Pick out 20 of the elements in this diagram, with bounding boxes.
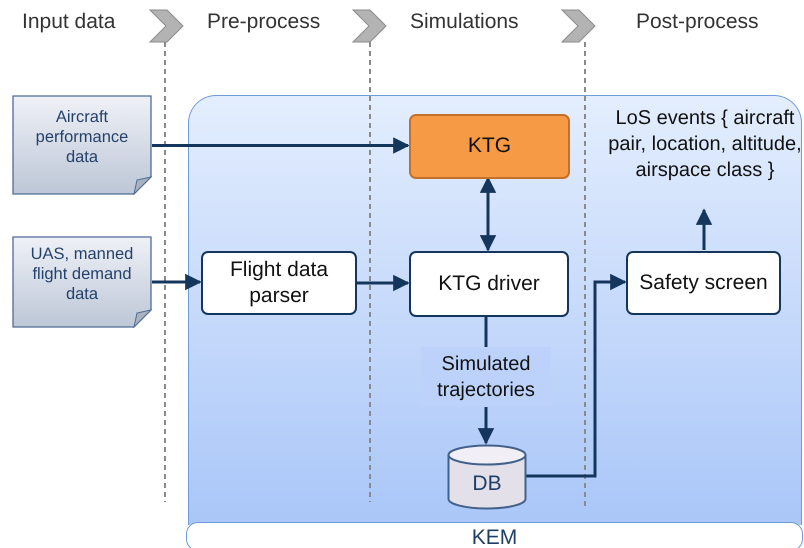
phase-label: Post-process [636, 10, 759, 34]
module-label: KEM [186, 522, 803, 548]
arrow [152, 274, 202, 290]
phase-label: Input data [22, 10, 116, 34]
process-box: KTG [409, 114, 570, 179]
edge-label: Simulated trajectories [421, 346, 551, 406]
phase-label: Pre-process [207, 10, 320, 34]
arrow [526, 274, 627, 478]
phase-label: Simulations [410, 10, 519, 34]
annotation-text: LoS events { aircraft pair, location, altitude, airspace class } [607, 105, 803, 211]
arrow [356, 274, 410, 292]
process-box: Flight data parser [201, 251, 357, 315]
arrow [152, 137, 410, 154]
process-box: Safety screen [626, 251, 781, 315]
database-cylinder: DB [447, 444, 527, 510]
process-box: KTG driver [409, 251, 569, 317]
arrow [480, 176, 496, 252]
arrow [696, 208, 712, 250]
document-shape: UAS, manned flight demand data [12, 236, 152, 328]
document-shape: Aircraft performance data [12, 95, 152, 195]
